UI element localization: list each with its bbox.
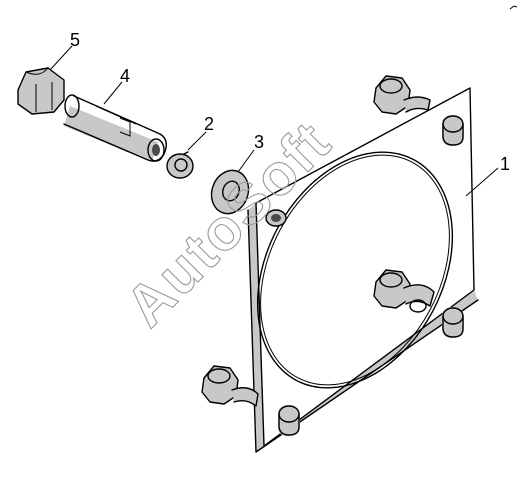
plate-face [255,87,475,447]
mounting-plate [201,75,479,453]
plate-opening [256,151,454,389]
callout-2: 2 [204,114,214,134]
leader-lines [49,45,499,197]
callout-3: 3 [254,132,264,152]
flat-washer [210,169,250,215]
plate-thickness [248,203,264,452]
callout-1: 1 [500,154,510,174]
callout-4: 4 [120,66,130,86]
threaded-stud [63,94,167,162]
plate-nut-top [373,75,431,115]
corner-mark [509,5,518,10]
plate-bushing-top-right [442,115,464,146]
plate-bushing-mid-right [442,307,464,338]
plate-bushing-bottom-left [278,405,300,436]
lock-washer [166,151,194,179]
hex-nut [17,67,65,115]
plate-nut-middle [373,269,435,313]
callout-5: 5 [70,30,80,50]
plate-nut-bottom [201,365,259,407]
plate-bushing-top-left [265,209,287,227]
